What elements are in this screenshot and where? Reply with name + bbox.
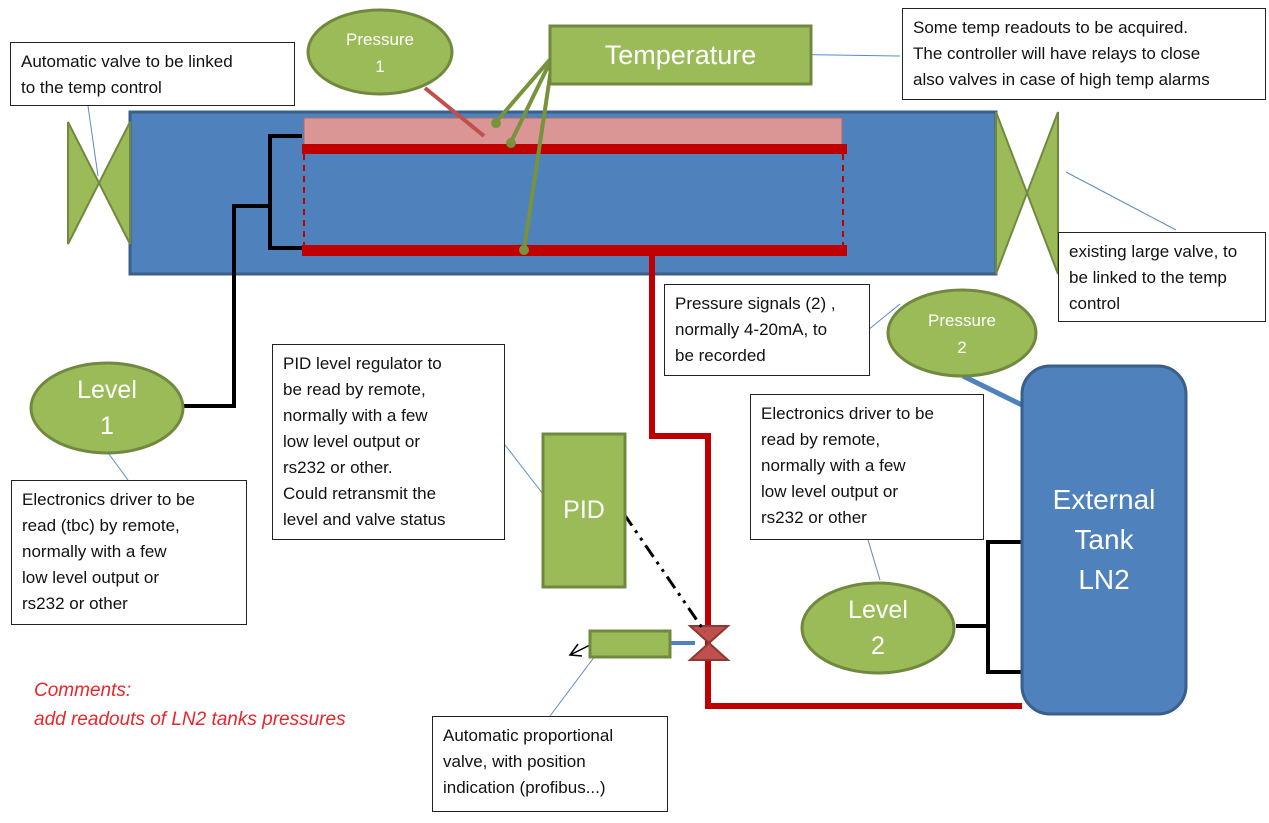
pressure1-label: Pressure 1 [345,30,415,76]
temp-dot-1 [491,118,501,128]
leader-existing-valve [1065,171,1177,231]
leader-pressure-signals [867,303,901,331]
callout-prop-valve: Automatic proportional valve, with posit… [432,716,668,812]
pressure1-line [423,86,486,138]
callout-temp-readouts: Some temp readouts to be acquired. The c… [902,8,1266,100]
level1-label: Level 1 [77,376,137,440]
position-arrow-head [568,643,583,657]
actuator-box [588,629,672,659]
level2-wire-bracket [986,540,1022,674]
leader-level1 [105,449,129,481]
temperature-box [548,24,813,86]
top-heat-shield [303,117,843,147]
external-tank [1020,364,1188,716]
leader-pid [504,444,544,495]
lower-red-bar [302,245,847,256]
temp-line-3 [522,55,555,251]
level2-ellipse [800,581,956,675]
pressure1-ellipse [306,8,454,96]
callout-electronics-driver-1: Electronics driver to be read (tbc) by r… [11,480,247,625]
upper-red-bar [302,144,847,154]
pid-box [541,432,627,589]
position-arrow-line [569,644,591,656]
temperature-label: Temperature [604,39,757,70]
pressure2-label: Pressure 2 [927,311,997,357]
comments-note: Comments: add readouts of LN2 tanks pres… [34,680,346,730]
right-large-valve [995,111,1059,275]
ln2-pipe [649,256,1022,709]
callout-pressure-signals: Pressure signals (2) , normally 4-20mA, … [664,284,870,376]
temp-dot-3 [519,245,529,255]
prop-valve-bowtie [687,625,731,661]
leader-auto-valve [87,105,99,177]
level1-wire-bracket [268,134,302,250]
pressure2-ellipse [886,288,1038,378]
leader-prop-valve [549,655,596,717]
callout-electronics-driver-2: Electronics driver to be read by remote,… [750,394,984,540]
pressure2-line [961,373,1024,408]
level2-label: Level 2 [848,596,908,660]
level1-wire [183,204,270,408]
temp-dot-2 [506,138,516,148]
left-auto-valve [67,121,131,245]
temp-line-2 [509,55,555,143]
leader-driver2 [867,539,881,581]
callout-pid-regulator: PID level regulator to be read by remote… [272,344,505,540]
callout-existing-valve: existing large valve, to be linked to th… [1058,232,1266,322]
callout-auto-valve: Automatic valve to be linked to the temp… [10,42,295,106]
temp-line-1 [494,54,555,124]
pid-control-line [622,513,707,633]
pid-label: PID [563,496,605,524]
level1-ellipse [29,361,185,455]
external-tank-label: External Tank LN2 [1052,484,1156,595]
